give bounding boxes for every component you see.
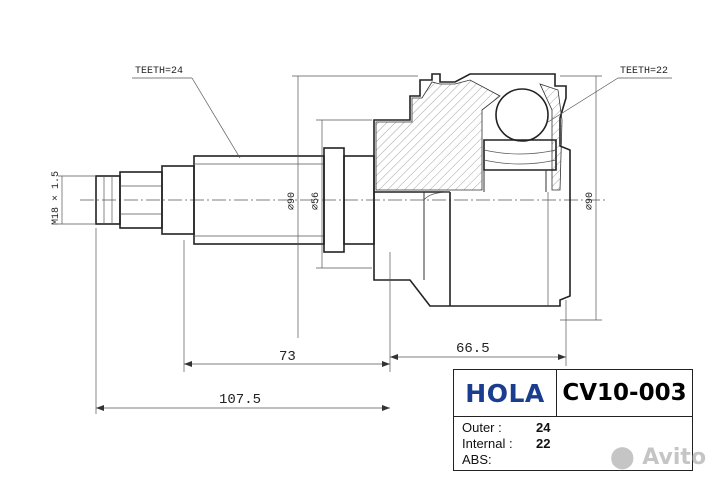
- dia-90-left-label: ⌀90: [287, 192, 298, 210]
- thread-dimension: [58, 175, 96, 225]
- info-header: HOLA CV10-003: [454, 370, 692, 417]
- thread-label: M18 × 1.5: [51, 171, 62, 225]
- dia-90-right-label: ⌀90: [585, 192, 596, 210]
- dia-56-label: ⌀56: [311, 192, 322, 210]
- spec-value: 22: [536, 436, 551, 451]
- spec-row-outer: Outer : 24: [462, 420, 682, 436]
- spec-row-abs: ABS:: [462, 452, 682, 468]
- length-dimensions: [95, 228, 567, 414]
- product-info-table: HOLA CV10-003 Outer : 24 Internal : 22 A…: [453, 369, 693, 471]
- spec-rows: Outer : 24 Internal : 22 ABS:: [462, 420, 682, 468]
- dim-73-label: 73: [279, 349, 296, 365]
- teeth-inner-label: TEETH=22: [620, 66, 668, 77]
- avito-watermark: ⬤ Avito: [610, 445, 706, 470]
- teeth-leaders: [132, 77, 672, 159]
- avito-logo-icon: ⬤: [610, 445, 635, 470]
- brand-name: HOLA: [465, 378, 545, 408]
- spec-key: ABS:: [462, 452, 492, 467]
- spec-key: Outer :: [462, 420, 502, 435]
- spec-value: 24: [536, 420, 551, 435]
- spec-key: Internal :: [462, 436, 513, 451]
- dim-107-5-label: 107.5: [219, 392, 261, 408]
- watermark-text: Avito: [642, 445, 707, 470]
- outer-housing: [373, 73, 571, 307]
- part-number: CV10-003: [562, 380, 687, 406]
- spec-row-internal: Internal : 22: [462, 436, 682, 452]
- dim-66-5-label: 66.5: [456, 341, 490, 357]
- brand-logo: HOLA: [454, 370, 557, 416]
- teeth-outer-label: TEETH=24: [135, 66, 183, 77]
- diameter-dimensions: [292, 75, 602, 338]
